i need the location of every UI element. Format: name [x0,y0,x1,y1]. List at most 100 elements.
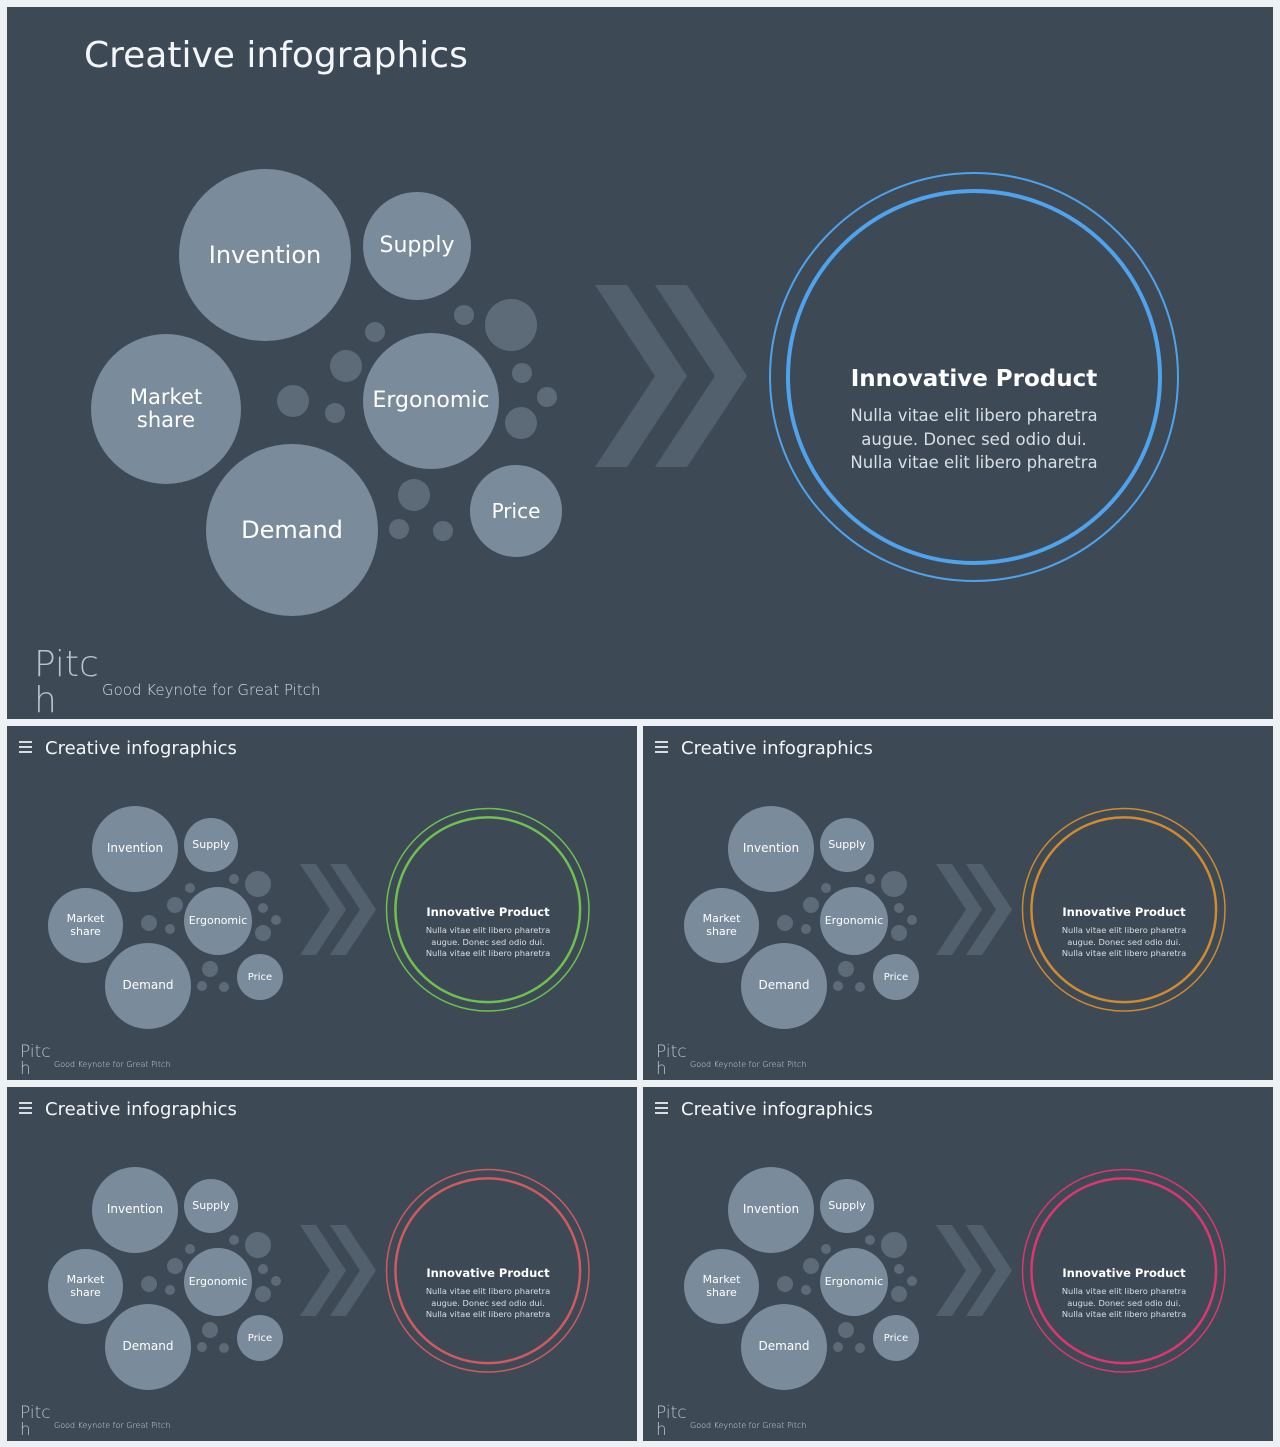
bubble-price: Price [470,465,562,557]
bubble-supply: Supply [363,192,471,300]
bubble-invention: Invention [179,169,351,341]
slide-thumbnail-pink[interactable]: Creative infographics Invention Supply M… [643,1087,1273,1441]
product-title: Innovative Product [850,366,1098,392]
menu-icon[interactable] [19,741,32,755]
decor-dot [891,925,907,941]
bubble-ergonomic: Ergonomic [363,333,499,469]
bubble-price: Price [873,1315,919,1361]
decor-dot [838,961,854,977]
decor-dot [219,1343,229,1353]
bubble-demand: Demand [741,1304,827,1390]
slide-title: Creative infographics [681,1099,873,1120]
decor-dot [803,897,819,913]
bubble-price: Price [237,954,283,1000]
decor-dot [881,1232,907,1258]
infographic-diagram: Invention Supply Market share Ergonomic … [7,7,1273,719]
decor-dot [185,1244,195,1254]
decor-dot [245,1232,271,1258]
product-title: Innovative Product [426,1266,550,1280]
infographic-diagram: Invention Supply Market share Ergonomic … [7,726,637,1080]
product-text: Innovative Product Nulla vitae elit libe… [425,1266,551,1321]
decor-dot [202,961,218,977]
decor-dot [197,981,207,991]
decor-dot [855,982,865,992]
product-ring [1021,1168,1226,1373]
chevron-arrow-icon [936,1225,1012,1316]
decor-dot [271,915,281,925]
decor-dot [512,363,532,383]
bubble-demand: Demand [206,444,378,616]
bubble-invention: Invention [92,1167,178,1253]
slide-thumbnail-green[interactable]: Creative infographics Invention Supply M… [7,726,637,1080]
decor-dot [258,903,268,913]
decor-dot [167,1258,183,1274]
decor-dot [141,1276,157,1292]
decor-dot [865,874,875,884]
bubble-market-share: Market share [48,888,123,963]
decor-dot [229,874,239,884]
product-ring [385,1168,590,1373]
decor-dot [219,982,229,992]
decor-dot [271,1276,281,1286]
decor-dot [803,1258,819,1274]
bubble-market-share: Market share [684,888,759,963]
decor-dot [389,519,409,539]
decor-dot [891,1286,907,1302]
decor-dot [167,897,183,913]
brand-tagline: Good Keynote for Great Pitch [690,1060,807,1069]
product-ring [385,807,590,1012]
bubble-demand: Demand [105,1304,191,1390]
decor-dot [202,1322,218,1338]
decor-dot [229,1235,239,1245]
slide-thumbnail-red[interactable]: Creative infographics Invention Supply M… [7,1087,637,1441]
brand-logo: Pitch [34,644,99,719]
decor-dot [894,1264,904,1274]
decor-dot [245,871,271,897]
product-text: Innovative Product Nulla vitae elit libe… [425,905,551,960]
decor-dot [505,407,537,439]
product-body: Nulla vitae elit libero pharetra augue. … [425,925,551,959]
decor-dot [537,387,557,407]
decor-dot [838,1322,854,1338]
bubble-ergonomic: Ergonomic [184,887,252,955]
brand-logo: Pitch [20,1042,51,1079]
decor-dot [255,925,271,941]
decor-dot [907,1276,917,1286]
decor-dot [258,1264,268,1274]
menu-icon[interactable] [655,1102,668,1116]
decor-dot [185,883,195,893]
bubble-supply: Supply [820,1179,874,1233]
menu-icon[interactable] [19,1102,32,1116]
decor-dot [165,924,175,934]
brand-logo: Pitch [656,1042,687,1079]
chevron-arrow-icon [300,1225,376,1316]
slide-thumbnail-orange[interactable]: Creative infographics Invention Supply M… [643,726,1273,1080]
decor-dot [277,385,309,417]
product-ring [769,172,1179,582]
decor-dot [881,871,907,897]
bubble-invention: Invention [728,1167,814,1253]
decor-dot [325,403,345,423]
product-body: Nulla vitae elit libero pharetra augue. … [1061,1286,1187,1320]
brand-logo: Pitch [656,1403,687,1440]
brand-tagline: Good Keynote for Great Pitch [102,681,321,699]
decor-dot [777,915,793,931]
decor-dot [330,350,362,382]
main-slide[interactable]: Creative infographics Invention Supply M… [7,7,1273,719]
product-body: Nulla vitae elit libero pharetra augue. … [1061,925,1187,959]
decor-dot [255,1286,271,1302]
slide-title: Creative infographics [84,35,468,76]
chevron-arrow-icon [300,864,376,955]
bubble-ergonomic: Ergonomic [820,887,888,955]
product-text: Innovative Product Nulla vitae elit libe… [1061,905,1187,960]
decor-dot [485,299,537,351]
bubble-supply: Supply [184,818,238,872]
menu-icon[interactable] [655,741,668,755]
slide-title: Creative infographics [45,1099,237,1120]
decor-dot [197,1342,207,1352]
decor-dot [365,322,385,342]
decor-dot [454,305,474,325]
decor-dot [907,915,917,925]
decor-dot [801,1285,811,1295]
chevron-arrow-icon [595,285,747,467]
